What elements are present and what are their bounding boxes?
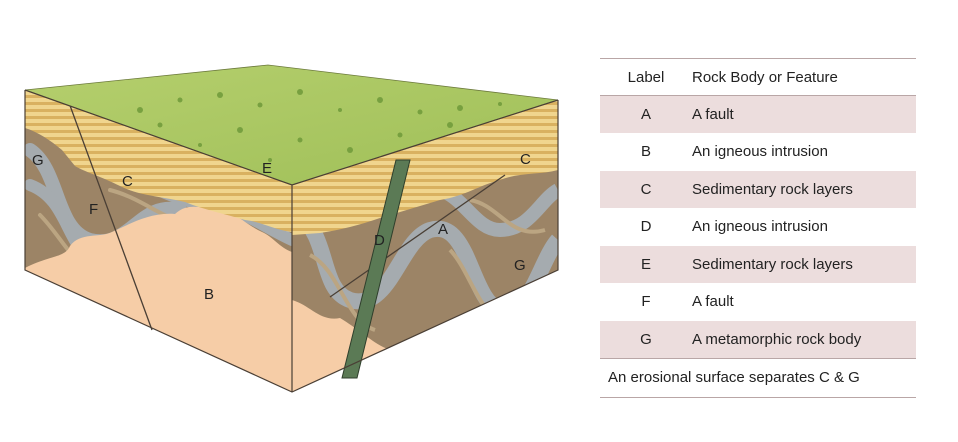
header-label: Label: [600, 58, 692, 96]
block-outline: [24, 89, 559, 393]
top-vegetation: [137, 89, 502, 162]
sediment-layers-c: [292, 100, 558, 235]
table-header-row: Label Rock Body or Feature: [600, 58, 916, 96]
row-feature: A fault: [692, 293, 734, 311]
table-row: B An igneous intrusion: [600, 133, 916, 171]
dike-d: [341, 159, 411, 379]
row-label: C: [600, 170, 692, 208]
table-row: G A metamorphic rock body: [600, 320, 916, 358]
block-diagram: G F C E B D A G C: [24, 64, 559, 393]
label-e: E: [262, 160, 272, 177]
table-row: F A fault: [600, 283, 916, 321]
table-row: A A fault: [600, 95, 916, 133]
legend-table: Label Rock Body or Feature A A fault B A…: [600, 58, 916, 398]
row-feature: Sedimentary rock layers: [692, 245, 916, 283]
label-c-right: C: [520, 151, 531, 168]
label-a: A: [438, 221, 448, 238]
row-feature: An igneous intrusion: [692, 218, 828, 236]
label-g-right: G: [514, 257, 526, 274]
label-c-left: C: [122, 173, 133, 190]
label-b: B: [204, 286, 214, 303]
row-label: G: [600, 320, 692, 358]
table-footer-row: An erosional surface separates C & G: [600, 357, 916, 398]
label-f: F: [89, 201, 98, 218]
row-label: A: [600, 95, 692, 133]
row-label: F: [641, 293, 651, 311]
label-g-left: G: [32, 152, 44, 169]
header-feature: Rock Body or Feature: [692, 58, 916, 96]
table-row: C Sedimentary rock layers: [600, 170, 916, 208]
row-feature: A metamorphic rock body: [692, 320, 916, 358]
intrusion-b: [25, 205, 292, 392]
row-label: E: [600, 245, 692, 283]
table-row: D An igneous intrusion: [600, 208, 916, 246]
fault-f: [67, 99, 153, 331]
sediment-layers-e: [25, 90, 292, 232]
row-feature: An igneous intrusion: [692, 143, 828, 161]
label-d: D: [374, 232, 385, 249]
table-row: E Sedimentary rock layers: [600, 245, 916, 283]
row-feature: A fault: [692, 95, 916, 133]
table-footer-note: An erosional surface separates C & G: [600, 357, 916, 398]
row-label: D: [640, 218, 652, 236]
row-feature: Sedimentary rock layers: [692, 170, 916, 208]
fault-a: [329, 174, 506, 298]
row-label: B: [640, 143, 651, 161]
